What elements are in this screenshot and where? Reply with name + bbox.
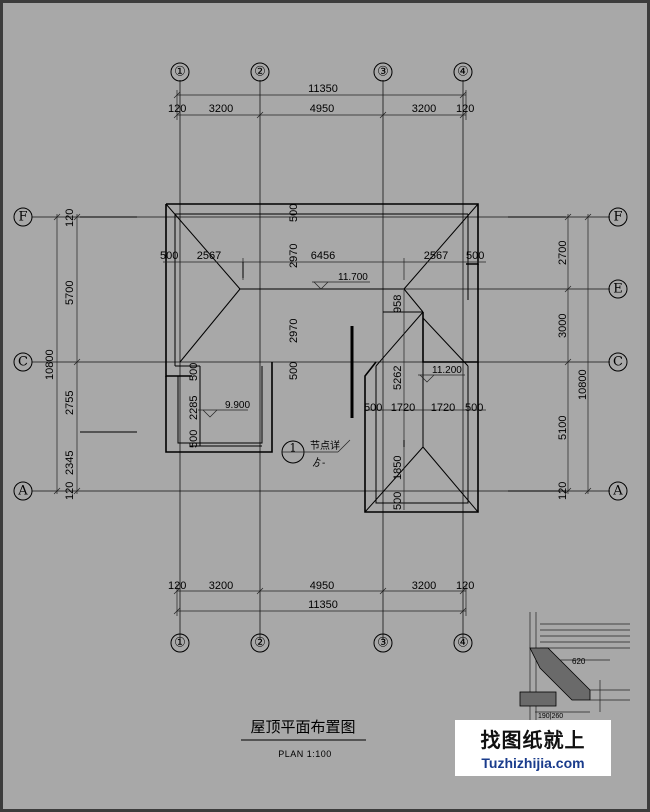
grid-bubble-top-3: ③	[373, 62, 393, 82]
inner-dim-500c: 500	[364, 402, 382, 414]
dim-chain-top	[173, 90, 467, 120]
inner-dim-v500-left: 500	[188, 363, 200, 381]
watermark-chinese-text: 找图纸就上	[480, 728, 586, 752]
detail-dim-620: 620	[572, 657, 586, 666]
dim-top-120a: 120	[168, 103, 186, 115]
inner-dim-2567a: 2567	[197, 250, 221, 262]
dim-top-3200b: 3200	[412, 103, 436, 115]
svg-text:②: ②	[254, 65, 266, 80]
detail-section-drawing	[519, 612, 630, 720]
dim-left-10800: 10800	[44, 349, 56, 380]
elevation-left-label: 9.900	[225, 400, 250, 411]
dim-left-2755: 2755	[64, 391, 76, 415]
dim-left-120b: 120	[64, 482, 76, 500]
detail-callout-number: 1	[290, 442, 297, 455]
svg-text:C: C	[18, 355, 28, 370]
dim-top-4950: 4950	[310, 103, 334, 115]
inner-dim-v1850: 1850	[392, 456, 404, 480]
grid-bubble-top-1: ①	[170, 62, 190, 82]
drawing-subtitle: PLAN 1:100	[278, 749, 332, 759]
inner-dim-v2970b: 2970	[288, 319, 300, 343]
inner-dim-v5262: 5262	[392, 366, 404, 390]
svg-text:A: A	[17, 484, 28, 499]
dim-right-2700: 2700	[557, 241, 569, 265]
roof-outline-right-wing	[364, 264, 479, 513]
dim-top-3200a: 3200	[209, 103, 233, 115]
grid-bubble-right-E: E	[608, 279, 628, 299]
inner-dim-v500-top: 500	[288, 204, 300, 222]
dim-bottom-3200b: 3200	[412, 580, 436, 592]
elevation-marker-main	[312, 281, 370, 290]
svg-text:C: C	[613, 355, 623, 370]
inner-dim-1720a: 1720	[391, 402, 415, 414]
drawing-title: 屋顶平面布置图	[250, 718, 355, 736]
inner-dim-1720b: 1720	[431, 402, 455, 414]
dim-left-5700: 5700	[64, 281, 76, 305]
elevation-right-label: 11.200	[432, 365, 462, 376]
svg-text:④: ④	[457, 636, 469, 651]
elevation-marker-left	[198, 409, 248, 418]
detail-callout-sub: ゟ-	[312, 456, 325, 469]
dim-bottom-120b: 120	[456, 580, 474, 592]
svg-text:①: ①	[174, 636, 186, 651]
dim-chain-left	[53, 213, 81, 495]
grid-bubble-right-A: A	[608, 481, 628, 501]
grid-bubble-right-F: F	[608, 207, 628, 227]
inner-dim-v2285: 2285	[188, 396, 200, 420]
dim-top-120b: 120	[456, 103, 474, 115]
grid-bubble-bottom-2: ②	[250, 633, 270, 653]
inner-dim-6456: 6456	[311, 250, 335, 262]
watermark-site-text: Tuzhizhijia.com	[481, 755, 585, 771]
svg-text:①: ①	[174, 65, 186, 80]
dim-bottom-3200a: 3200	[209, 580, 233, 592]
dim-left-2345: 2345	[64, 451, 76, 475]
grid-bubble-bottom-4: ④	[453, 633, 473, 653]
dim-top-overall: 11350	[308, 83, 338, 95]
grid-bubble-bottom-3: ③	[373, 633, 393, 653]
svg-text:③: ③	[377, 636, 389, 651]
svg-text:②: ②	[254, 636, 266, 651]
watermark-badge: 找图纸就上 Tuzhizhijia.com	[455, 720, 611, 776]
grid-bubble-top-2: ②	[250, 62, 270, 82]
inner-dim-v500-left-bottom: 500	[188, 430, 200, 448]
dim-chain-right	[564, 213, 592, 495]
grid-bubble-left-C: C	[13, 352, 33, 372]
inner-dim-500d: 500	[465, 402, 483, 414]
elevation-marker-right	[418, 374, 465, 383]
svg-text:F: F	[18, 210, 27, 225]
svg-text:E: E	[613, 282, 623, 297]
dim-chain-bottom	[173, 584, 467, 616]
inner-dim-v958: 958	[392, 295, 404, 313]
svg-text:④: ④	[457, 65, 469, 80]
elevation-main-label: 11.700	[338, 272, 368, 283]
grid-bubble-left-A: A	[13, 481, 33, 501]
grid-bubble-top-4: ④	[453, 62, 473, 82]
dim-left-120a: 120	[64, 209, 76, 227]
dim-right-5100: 5100	[557, 416, 569, 440]
detail-callout-label: 节点详	[310, 439, 340, 452]
dim-right-10800: 10800	[577, 369, 589, 400]
roof-outline-main	[165, 203, 479, 377]
dim-bottom-overall: 11350	[308, 599, 338, 611]
dim-right-3000: 3000	[557, 314, 569, 338]
grid-bubble-left-F: F	[13, 207, 33, 227]
detail-dim-200: 190|260	[538, 713, 563, 720]
dim-bottom-120a: 120	[168, 580, 186, 592]
svg-text:F: F	[613, 210, 622, 225]
inner-dim-500a: 500	[160, 250, 178, 262]
detail-callout	[281, 439, 351, 464]
inner-dim-v500-bottom: 500	[392, 492, 404, 510]
svg-text:A: A	[612, 484, 623, 499]
roof-outline-left-wing	[165, 362, 273, 453]
grid-bubble-right-C: C	[608, 352, 628, 372]
inner-dim-2567b: 2567	[424, 250, 448, 262]
svg-text:③: ③	[377, 65, 389, 80]
dim-bottom-4950: 4950	[310, 580, 334, 592]
inner-dim-v500-mid: 500	[288, 362, 300, 380]
inner-dim-500b: 500	[466, 250, 484, 262]
inner-dim-v2970a: 2970	[288, 244, 300, 268]
grid-bubble-bottom-1: ①	[170, 633, 190, 653]
